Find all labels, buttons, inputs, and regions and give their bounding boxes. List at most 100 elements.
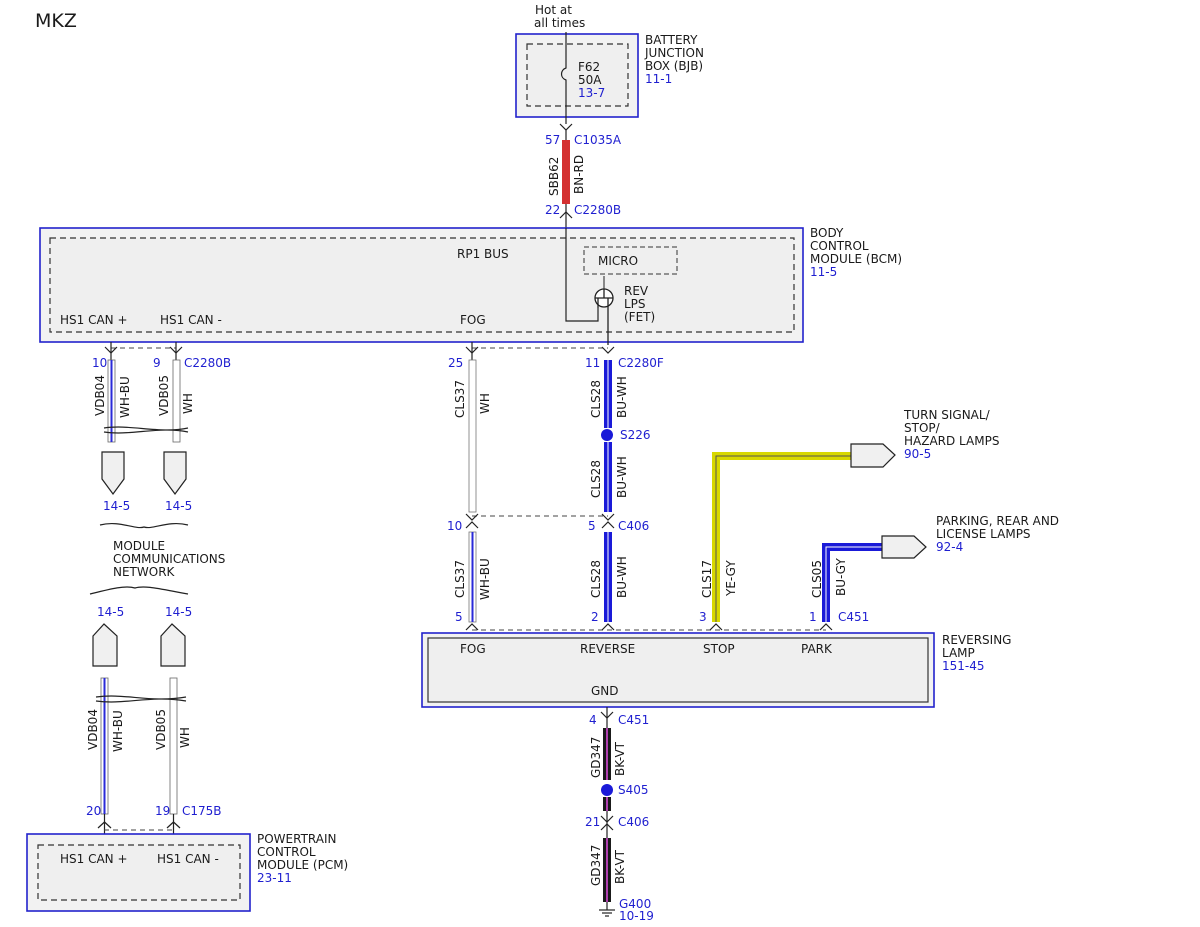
twisted-pair-top-icon (103, 426, 189, 434)
turn-label-2: STOP/ (904, 421, 941, 435)
lamp-pin-reverse: REVERSE (580, 642, 635, 656)
vdb05-top-color: WH (181, 393, 195, 414)
bcm-rev-2: LPS (624, 297, 646, 311)
cls28-c-color: BU-WH (615, 556, 629, 598)
c1035a-name: C1035A (574, 133, 622, 147)
bcm-rev-1: REV (624, 284, 649, 298)
network-connector-1-icon (101, 451, 125, 496)
gd347-b-circuit: GD347 (589, 845, 603, 886)
c1035a-arrow-icon (559, 123, 573, 131)
network-label-2: COMMUNICATIONS (113, 552, 225, 566)
cls28-b-color: BU-WH (615, 456, 629, 498)
hot-label-2: all times (534, 16, 585, 30)
c2280b-name: C2280B (184, 356, 231, 370)
cls17-color: YE-GY (724, 560, 738, 597)
splice-s226-label: S226 (620, 428, 651, 442)
cls28-b-circuit: CLS28 (589, 460, 603, 498)
cls28-c-circuit: CLS28 (589, 560, 603, 598)
turn-ref: 90-5 (904, 447, 931, 461)
c2280f-arrows-icon (465, 346, 615, 354)
c2280f-name: C2280F (618, 356, 664, 370)
splice-s405-icon (601, 784, 613, 796)
wire-cls37-top (468, 359, 477, 513)
c2280b-vdb-arrows-icon (104, 346, 183, 354)
fuse-name: F62 (578, 60, 600, 74)
fuse-rating: 50A (578, 73, 602, 87)
vdb05-top-circuit: VDB05 (157, 375, 171, 416)
c2280f-pin-11: 11 (585, 356, 600, 370)
cls05-color: BU-GY (834, 558, 848, 596)
vdb05-bottom-color: WH (178, 727, 192, 748)
pcm-ref: 23-11 (257, 871, 292, 885)
cls28-a-color: BU-WH (615, 376, 629, 418)
ground-g400-icon (599, 902, 615, 917)
bcm-internal-feed (565, 228, 599, 322)
bcm-pin-can-minus: HS1 CAN - (160, 313, 222, 327)
sbb62-color: BN-RD (572, 155, 586, 194)
lamp-label-2: LAMP (942, 646, 975, 660)
network-ref-2: 14-5 (165, 499, 192, 513)
vdb04-top-circuit: VDB04 (93, 375, 107, 416)
lamp-pin-fog: FOG (460, 642, 486, 656)
c175b-pin-20: 20 (86, 804, 101, 818)
fuse-f62-icon (560, 32, 567, 124)
c406-pin-5: 5 (588, 519, 596, 533)
park-label-1: PARKING, REAR AND (936, 514, 1059, 528)
pcm-label-2: CONTROL (257, 845, 316, 859)
c175b-name: C175B (182, 804, 222, 818)
c2280f-pin-25: 25 (448, 356, 463, 370)
network-brace-bottom-icon (89, 586, 189, 595)
bjb-label-2: JUNCTION (644, 46, 704, 60)
cls05-circuit: CLS05 (810, 560, 824, 598)
pcm-pin-can-plus: HS1 CAN + (60, 852, 128, 866)
lamp-label-1: REVERSING (942, 633, 1011, 647)
c175b-arrows-icon (97, 821, 181, 829)
bjb-label-3: BOX (BJB) (645, 59, 703, 73)
c2280b-top-arrow-icon (559, 211, 573, 219)
bjb-ref: 11-1 (645, 72, 672, 86)
c451-pin-5: 5 (455, 610, 463, 624)
ground-ref: 10-19 (619, 909, 654, 923)
pcm-label-1: POWERTRAIN (257, 832, 337, 846)
network-label-3: NETWORK (113, 565, 176, 579)
fuse-ref: 13-7 (578, 86, 605, 100)
vdb05-bottom-circuit: VDB05 (154, 709, 168, 750)
turn-signal-connector-icon (850, 443, 896, 468)
lamp-pin-stop: STOP (703, 642, 735, 656)
splice-s405-label: S405 (618, 783, 649, 797)
pcm-label-3: MODULE (PCM) (257, 858, 348, 872)
body-control-module: BODY CONTROL MODULE (BCM) 11-5 RP1 BUS M… (39, 226, 902, 343)
bcm-pin-fog: FOG (460, 313, 486, 327)
c451-name: C451 (838, 610, 869, 624)
cls17-circuit: CLS17 (700, 560, 714, 598)
vdb04-top-color: WH-BU (118, 376, 132, 418)
c451-bottom-arrow-icon (600, 711, 614, 719)
c1035a-pin: 57 (545, 133, 560, 147)
c451-pin-4: 4 (589, 713, 597, 727)
c2280b-pin-9: 9 (153, 356, 161, 370)
hot-label-1: Hot at (535, 3, 572, 17)
micro-box (583, 246, 678, 275)
park-label-2: LICENSE LAMPS (936, 527, 1031, 541)
diagram-title: MKZ (35, 10, 77, 32)
vdb04-bottom-color: WH-BU (111, 710, 125, 752)
bcm-rev-3: (FET) (624, 310, 655, 324)
turn-label-1: TURN SIGNAL/ (903, 408, 991, 422)
c406-name: C406 (618, 519, 649, 533)
cls37-bottom-circuit: CLS37 (453, 560, 467, 598)
bcm-ref: 11-5 (810, 265, 837, 279)
bcm-rp1-bus: RP1 BUS (457, 247, 509, 261)
bcm-label-3: MODULE (BCM) (810, 252, 902, 266)
lamp-pin-gnd: GND (591, 684, 619, 698)
c406-pin-10: 10 (447, 519, 462, 533)
c406-arrows-icon (465, 513, 615, 529)
network-ref-1: 14-5 (103, 499, 130, 513)
cls28-a-circuit: CLS28 (589, 380, 603, 418)
lamp-pin-park: PARK (801, 642, 833, 656)
powertrain-control-module: POWERTRAIN CONTROL MODULE (PCM) 23-11 HS… (26, 832, 348, 912)
network-connector-3-icon (92, 623, 118, 667)
network-ref-4: 14-5 (165, 605, 192, 619)
cls37-bottom-color: WH-BU (478, 558, 492, 600)
c2280b-top-name: C2280B (574, 203, 621, 217)
